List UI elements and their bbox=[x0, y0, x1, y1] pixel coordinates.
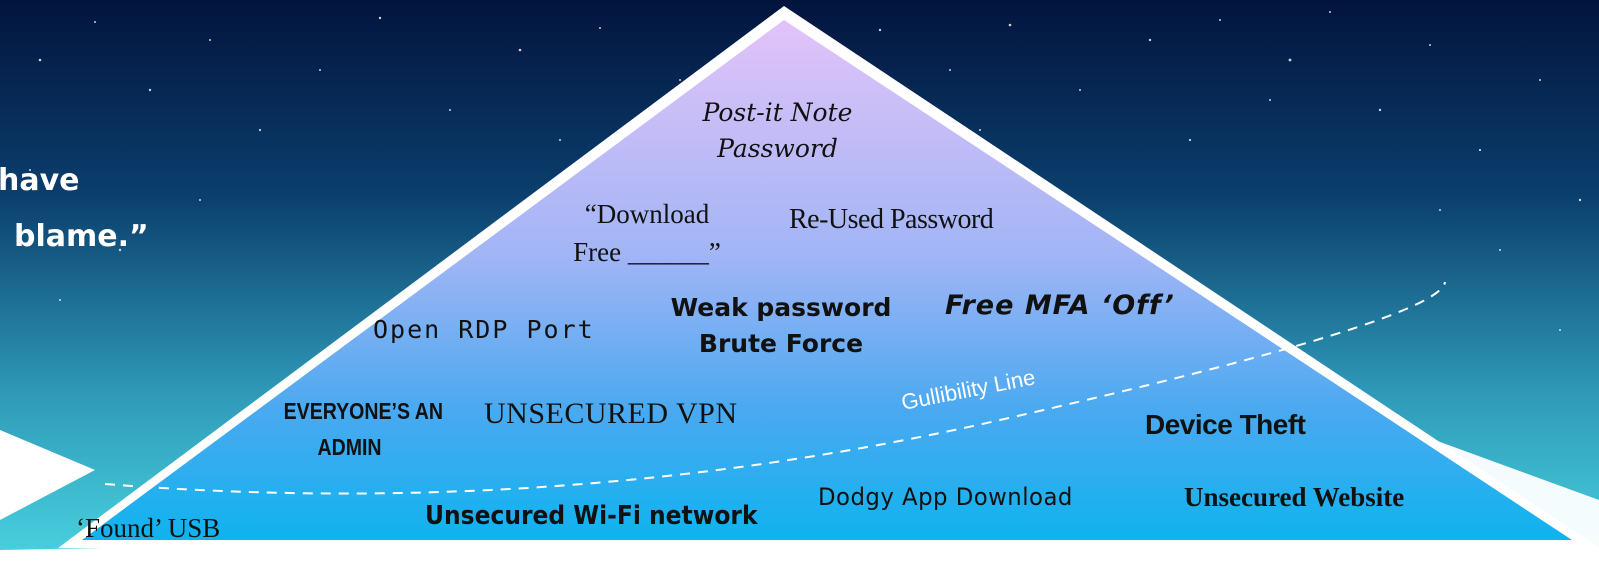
download-free-line-1: “Download bbox=[584, 199, 710, 229]
pyramid bbox=[82, 20, 1572, 540]
weak-password-label: Weak password Brute Force bbox=[667, 290, 895, 362]
unsecured-wifi-label: Unsecured Wi-Fi network bbox=[425, 501, 758, 531]
everyones-an-admin-line-2: ADMIN bbox=[317, 434, 382, 460]
everyones-an-admin-label: EVERYONE’S AN ADMIN bbox=[283, 393, 443, 465]
download-free-label: “Download Free ______” bbox=[552, 195, 742, 271]
device-theft-label: Device Theft bbox=[1145, 409, 1306, 440]
quote-line-2: blame.” bbox=[14, 219, 149, 254]
download-free-line-2: Free ______” bbox=[573, 237, 721, 267]
found-usb-label: ‘Found’ USB bbox=[76, 513, 221, 543]
free-mfa-off-label: Free MFA ‘Off’ bbox=[945, 290, 1175, 321]
weak-password-line-1: Weak password bbox=[670, 293, 892, 322]
open-rdp-port-label: Open RDP Port bbox=[373, 315, 595, 344]
post-it-note-label: Post-it Note Password bbox=[670, 95, 885, 167]
post-it-note-line-1: Post-it Note bbox=[702, 98, 853, 127]
quote-line-1: have bbox=[0, 163, 80, 198]
post-it-note-line-2: Password bbox=[717, 134, 838, 163]
everyones-an-admin-line-1: EVERYONE’S AN bbox=[283, 398, 443, 424]
unsecured-vpn-label: UNSECURED VPN bbox=[484, 397, 738, 430]
weak-password-line-2: Brute Force bbox=[698, 329, 864, 358]
unsecured-website-label: Unsecured Website bbox=[1184, 482, 1405, 512]
reused-password-label: Re-Used Password bbox=[789, 204, 994, 235]
dodgy-app-download-label: Dodgy App Download bbox=[818, 483, 1073, 511]
gullibility-dashed-line bbox=[104, 281, 1446, 495]
left-hill bbox=[0, 430, 95, 520]
